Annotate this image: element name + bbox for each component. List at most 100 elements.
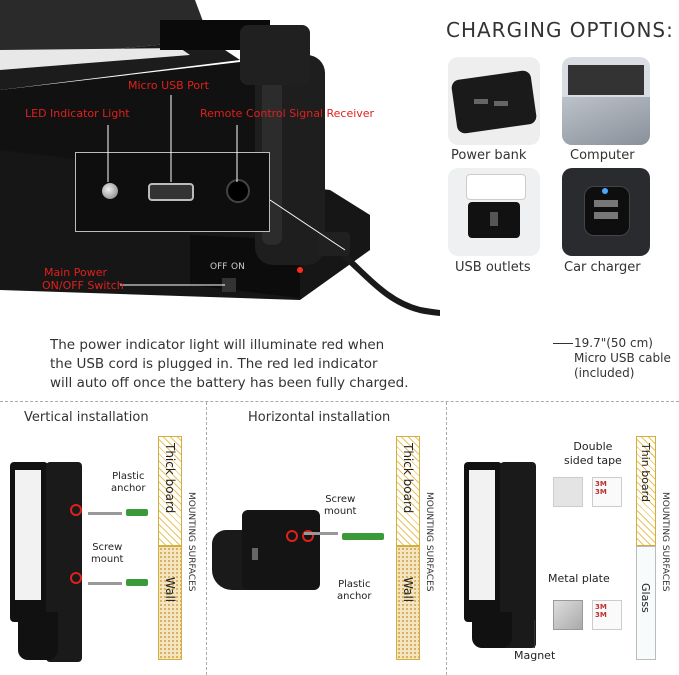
tape-3m-mark: 3M	[595, 611, 607, 619]
car-charger-body	[584, 186, 630, 236]
usb-outlets-image	[448, 168, 540, 256]
remote-receiver-glyph	[226, 179, 250, 203]
label-line: mount	[324, 506, 357, 517]
tape-3m-mark: 3M	[595, 603, 607, 611]
metal-tape-square: 3M 3M	[592, 600, 622, 630]
cable-type: Micro USB cable	[574, 351, 671, 365]
light-surface	[469, 470, 495, 600]
wall-outlet	[466, 174, 526, 200]
tape-3m-mark: 3M	[595, 480, 607, 488]
micro-usb-port-glyph	[148, 183, 194, 201]
car-charger-port	[594, 200, 618, 207]
vertical-screw-bottom	[88, 582, 122, 585]
cable-info: 19.7"(50 cm) Micro USB cable (included)	[574, 336, 671, 381]
tape-3m-mark: 3M	[595, 488, 607, 496]
power-bank-port	[494, 101, 508, 106]
screw-hole-bottom	[70, 572, 82, 584]
horizontal-thick-board: Thick board	[396, 436, 420, 546]
label-line: anchor	[111, 483, 146, 494]
vertical-plastic-anchor-label: Plastic anchor	[111, 471, 146, 495]
usb-port	[252, 548, 258, 560]
usb-outlets-label: USB outlets	[455, 260, 531, 275]
power-bank-port	[474, 99, 488, 104]
computer-image	[562, 57, 650, 145]
horizontal-plastic-anchor-label: Plastic anchor	[337, 579, 372, 603]
horizontal-anchor-2	[362, 533, 384, 540]
micro-usb-port-label: Micro USB Port	[128, 79, 209, 92]
vertical-screw-top	[88, 512, 122, 515]
label-line: mount	[91, 554, 124, 565]
description-line-3: will auto off once the battery has been …	[50, 375, 409, 391]
power-bank-image	[448, 57, 540, 145]
laptop-screen	[568, 65, 644, 95]
column-divider	[206, 402, 207, 675]
laptop-keyboard	[562, 97, 650, 145]
vertical-anchor-bottom	[126, 579, 148, 586]
vertical-mounting-surfaces: MOUNTING SURFACES	[186, 492, 196, 592]
car-charger-label: Car charger	[564, 260, 641, 275]
light-panel	[464, 462, 502, 622]
third-mounting-surfaces: MOUNTING SURFACES	[660, 492, 670, 592]
horizontal-anchor-1	[342, 533, 364, 540]
screw-hole-right	[302, 530, 314, 542]
power-bank-label: Power bank	[451, 148, 527, 163]
cable-pointer	[553, 343, 573, 344]
screw-hole-top	[70, 504, 82, 516]
section-divider	[0, 401, 679, 402]
horizontal-screw-mount-label: Screw mount	[324, 494, 356, 518]
device-foot	[18, 612, 58, 660]
horizontal-screw	[304, 532, 338, 535]
light-panel	[10, 462, 48, 622]
label-line: sided tape	[564, 454, 622, 467]
cable-included: (included)	[574, 366, 635, 380]
power-indicator-description: The power indicator light will illuminat…	[50, 336, 409, 393]
magnet-pointer	[534, 620, 535, 648]
glass-label: Glass	[639, 583, 652, 613]
main-power-line-1: Main Power	[44, 266, 108, 279]
column-divider	[446, 402, 447, 675]
double-sided-tape-label: Double sided tape	[564, 440, 622, 468]
cable-length: 19.7"(50 cm)	[574, 336, 653, 350]
tape-square-back	[553, 477, 583, 507]
magnet-label: Magnet	[514, 649, 556, 662]
off-label: OFF	[210, 262, 228, 272]
vertical-screw-mount-label: Screw mount	[91, 542, 123, 566]
thin-board: Thin board	[636, 436, 656, 546]
charging-options-title: CHARGING OPTIONS:	[446, 18, 674, 42]
label-line: Screw	[92, 542, 123, 553]
wall-label: Wall	[401, 577, 415, 603]
horizontal-mounting-surfaces: MOUNTING SURFACES	[424, 492, 434, 592]
remote-receiver-label: Remote Control Signal Receiver	[200, 107, 375, 120]
led-indicator-label: LED Indicator Light	[25, 107, 130, 120]
thick-board-label: Thick board	[401, 443, 415, 514]
screw-hole-left	[286, 530, 298, 542]
led-indicator-glyph	[102, 183, 118, 199]
device-foot	[472, 612, 512, 648]
car-charger-image	[562, 168, 650, 256]
adapter-port	[490, 212, 498, 226]
description-line-1: The power indicator light will illuminat…	[50, 337, 385, 353]
wall-label: Wall	[163, 577, 177, 603]
tape-square-front: 3M 3M	[592, 477, 622, 507]
label-line: Plastic	[338, 579, 371, 590]
vertical-wall: Wall	[158, 546, 182, 660]
label-line: Screw	[325, 494, 356, 505]
vertical-anchor-top	[126, 509, 148, 516]
metal-plate-label: Metal plate	[548, 572, 610, 585]
thin-board-label: Thin board	[639, 443, 652, 502]
horizontal-device	[212, 510, 322, 600]
main-power-label: Main Power ON/OFF Switch	[42, 266, 124, 292]
vertical-installation-title: Vertical installation	[24, 410, 149, 425]
metal-plate-square	[553, 600, 583, 630]
vertical-thick-board: Thick board	[158, 436, 182, 546]
label-line: Double	[573, 440, 613, 453]
horizontal-installation-title: Horizontal installation	[248, 410, 391, 425]
vertical-device	[10, 462, 90, 662]
computer-label: Computer	[570, 148, 635, 163]
magnet-device	[464, 462, 544, 662]
main-power-line-2: ON/OFF Switch	[42, 279, 124, 292]
label-line: Plastic	[112, 471, 145, 482]
light-surface	[15, 470, 41, 600]
glass-surface: Glass	[636, 546, 656, 660]
car-charger-port	[594, 212, 618, 219]
